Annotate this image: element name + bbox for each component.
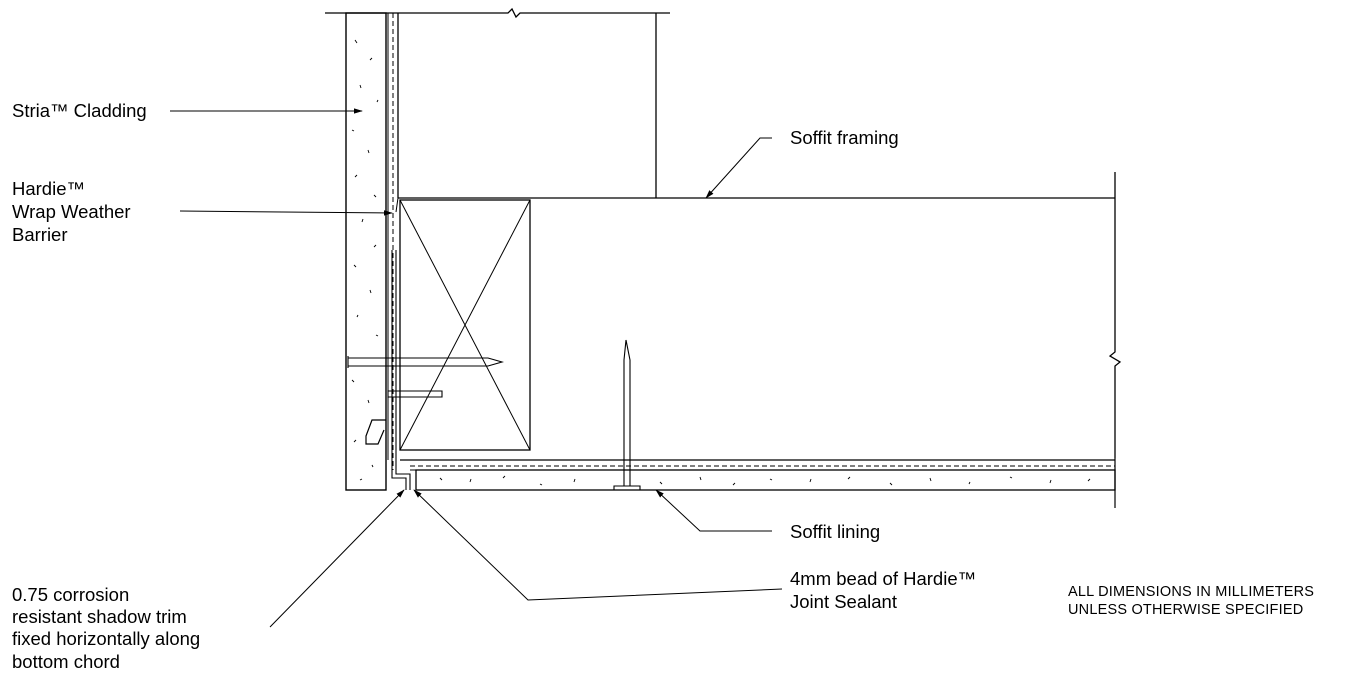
soffit-lining-board <box>415 469 1116 491</box>
stria-cladding-panel <box>345 12 387 491</box>
trim-fixing <box>387 390 443 398</box>
trim-leader <box>269 489 405 628</box>
barrier-label-line-3: Barrier <box>12 224 68 245</box>
lining-leader <box>655 489 772 532</box>
cladding-label: Stria™ Cladding <box>12 100 147 121</box>
fibre-cement-hatching <box>351 39 1091 486</box>
trim-label-line-2: resistant shadow trim <box>12 606 187 627</box>
dimensions-note-line-2: UNLESS OTHERWISE SPECIFIED <box>1068 602 1304 618</box>
block-cross <box>399 199 531 451</box>
framing-leader <box>705 137 772 199</box>
soffit-framing-label: Soffit framing <box>790 127 899 148</box>
right-break-line <box>1108 172 1122 458</box>
sealant-label-line-2: Joint Sealant <box>790 591 897 612</box>
cladding-rebate <box>365 419 386 445</box>
barrier-leader <box>179 210 393 216</box>
soffit-nail <box>613 339 641 491</box>
dimensions-note-line-1: ALL DIMENSIONS IN MILLIMETERS <box>1068 584 1315 600</box>
shadow-trim <box>391 250 411 490</box>
wall-stud <box>397 13 657 198</box>
barrier-label-line-1: Hardie™ <box>12 178 85 199</box>
top-break-line <box>325 7 670 19</box>
cladding-nail <box>347 356 505 368</box>
sealant-leader <box>413 489 783 601</box>
bottom-chord-block <box>399 199 531 451</box>
trim-label-line-4: bottom chord <box>12 651 120 672</box>
trim-label-line-1: 0.75 corrosion <box>12 584 130 605</box>
barrier-label-line-2: Wrap Weather <box>12 201 131 222</box>
sealant-label-line-1: 4mm bead of Hardie™ <box>790 568 977 589</box>
trim-label-line-3: fixed horizontally along <box>12 628 201 649</box>
soffit-lining-label: Soffit lining <box>790 521 881 542</box>
